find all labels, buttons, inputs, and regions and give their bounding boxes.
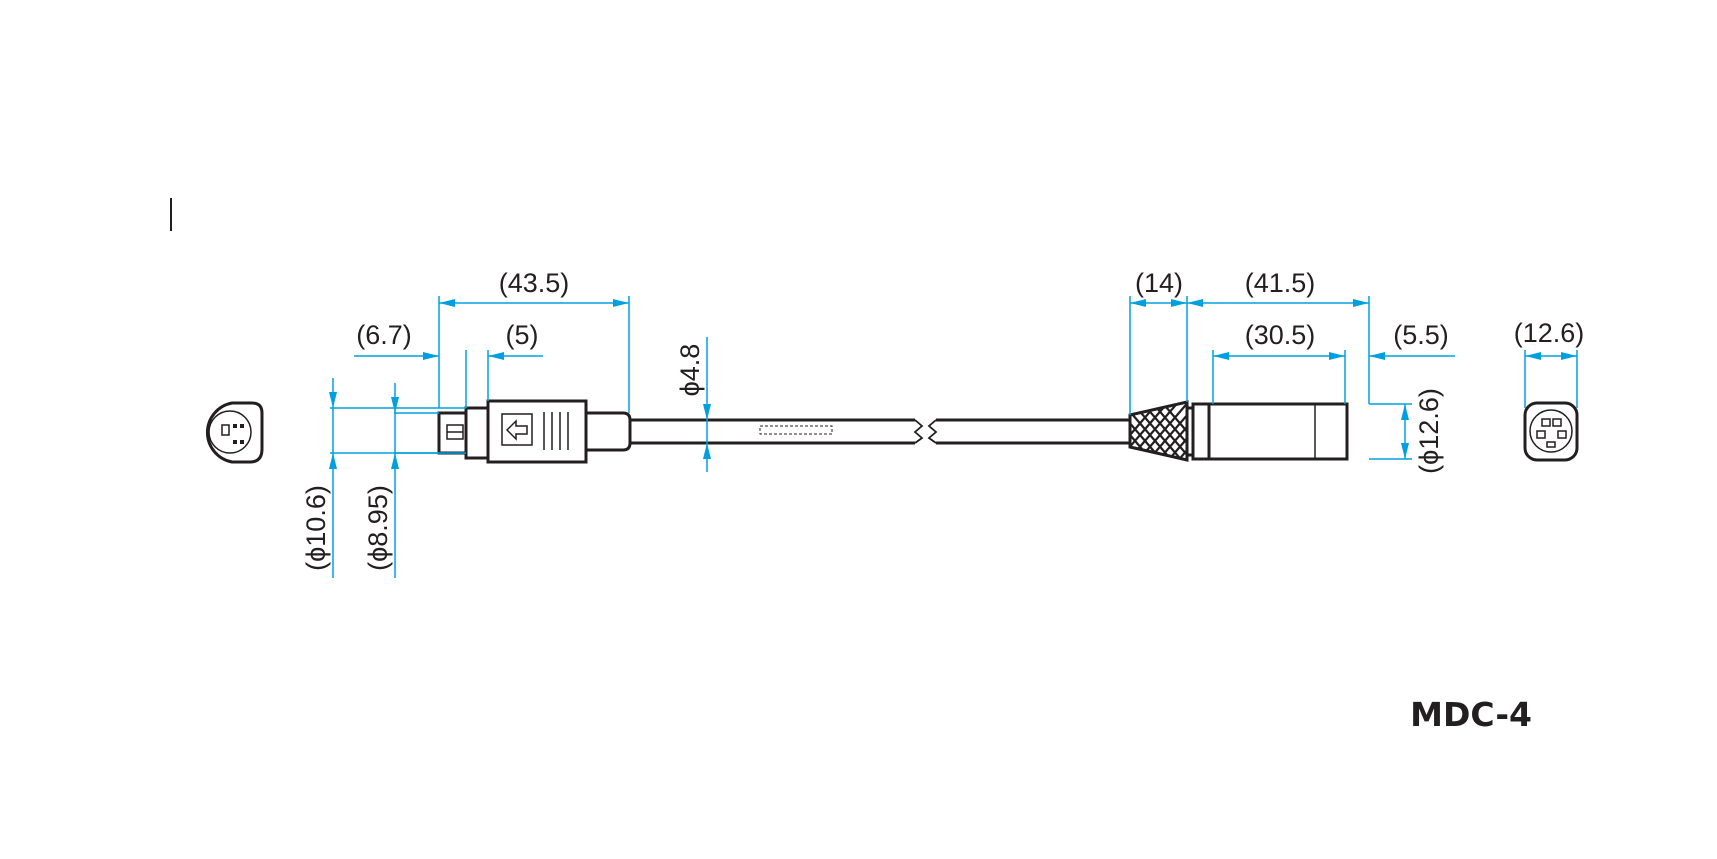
male-end-view: [206, 401, 264, 464]
dim-male-step: (5): [506, 320, 539, 350]
dim-male-overall: (43.5): [499, 268, 570, 298]
dim-male-dia-inner: (ϕ8.95): [363, 485, 393, 571]
dim-female-strain: (14): [1135, 268, 1183, 298]
dim-female-overall: (41.5): [1245, 268, 1316, 298]
dim-male-dia-outer: (ϕ10.6): [301, 485, 331, 571]
dim-male-tip: (6.7): [356, 320, 412, 350]
female-connector: [1128, 400, 1349, 462]
dim-female-face-width: (12.6): [1514, 318, 1585, 348]
dim-female-dia: (ϕ12.6): [1414, 388, 1444, 474]
dim-female-cap: (5.5): [1393, 320, 1449, 350]
arrow-left-icon: [505, 419, 528, 441]
dim-cable-dia: ϕ4.8: [675, 344, 705, 397]
male-connector: [437, 399, 632, 464]
cable: [630, 418, 1130, 445]
female-end-view: [1523, 401, 1579, 462]
drawing-title: MDC-4: [1410, 695, 1532, 734]
dimension-lines: [329, 296, 1578, 578]
dim-female-body: (30.5): [1245, 320, 1316, 350]
dimension-labels: (43.5) (6.7) (5) ϕ4.8 (ϕ10.6) (ϕ8.95) (1…: [301, 268, 1584, 571]
